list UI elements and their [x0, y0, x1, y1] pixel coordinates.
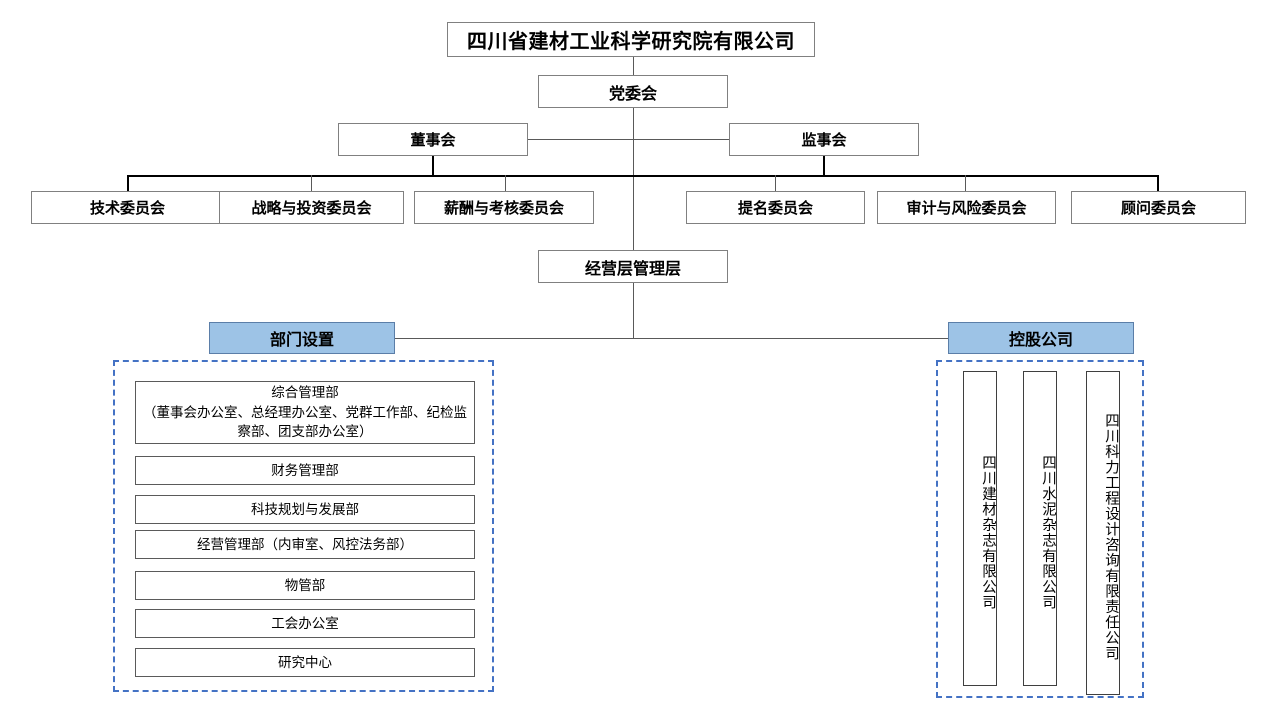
- drop-committee-technology: [127, 175, 129, 191]
- connector-board-to-supervisory: [528, 139, 729, 140]
- department-item-business-management-label: 经营管理部（内审室、风控法务部）: [197, 536, 413, 552]
- drop-committee-strategy: [311, 175, 312, 191]
- department-item-finance: 财务管理部: [135, 456, 475, 485]
- header-holdings-label: 控股公司: [1008, 332, 1073, 349]
- bus-groups: [394, 338, 950, 339]
- node-board-of-directors-label: 董事会: [410, 132, 456, 149]
- header-departments: 部门设置: [209, 322, 395, 354]
- department-item-comprehensive-management-label: 综合管理部 （董事会办公室、总经理办公室、党群工作部、纪检监察部、团支部办公室）: [143, 385, 467, 440]
- node-root-company: 四川省建材工业科学研究院有限公司: [447, 22, 815, 57]
- node-root-company-label: 四川省建材工业科学研究院有限公司: [467, 31, 795, 53]
- node-supervisory-board-label: 监事会: [801, 132, 847, 149]
- header-departments-label: 部门设置: [269, 332, 334, 349]
- node-party-committee: 党委会: [538, 75, 728, 108]
- node-committee-strategy-investment-label: 战略与投资委员会: [251, 200, 372, 217]
- node-supervisory-board: 监事会: [729, 123, 919, 156]
- node-committee-advisory-label: 顾问委员会: [1120, 200, 1196, 217]
- group-frame-departments: [113, 360, 494, 692]
- connector-board-down: [432, 156, 434, 176]
- drop-committee-compensation: [505, 175, 506, 191]
- node-committee-technology: 技术委员会: [31, 191, 224, 224]
- department-item-union-office-label: 工会办公室: [271, 615, 339, 631]
- bus-supervisory-committees: [634, 175, 1159, 177]
- node-committee-compensation-appraisal: 薪酬与考核委员会: [414, 191, 594, 224]
- subsidiary-sichuan-cement-magazine: 四川水泥杂志有限公司: [1023, 371, 1057, 686]
- header-holdings: 控股公司: [948, 322, 1134, 354]
- node-management-layer-label: 经营层管理层: [584, 260, 681, 278]
- department-item-comprehensive-management: 综合管理部 （董事会办公室、总经理办公室、党群工作部、纪检监察部、团支部办公室）: [135, 381, 475, 444]
- department-item-sci-tech-planning-label: 科技规划与发展部: [251, 501, 359, 517]
- node-board-of-directors: 董事会: [338, 123, 528, 156]
- department-item-property-management-label: 物管部: [284, 577, 326, 593]
- department-item-union-office: 工会办公室: [135, 609, 475, 638]
- drop-committee-audit-risk: [965, 175, 966, 191]
- node-committee-strategy-investment: 战略与投资委员会: [219, 191, 404, 224]
- drop-committee-advisory: [1157, 175, 1159, 191]
- node-committee-compensation-appraisal-label: 薪酬与考核委员会: [443, 200, 564, 217]
- node-committee-technology-label: 技术委员会: [89, 200, 165, 217]
- subsidiary-sichuan-keli-engineering: 四川科力工程设计咨询有限责任公司: [1086, 371, 1120, 695]
- department-item-sci-tech-planning: 科技规划与发展部: [135, 495, 475, 524]
- group-frame-holdings: [936, 360, 1144, 698]
- bus-board-committees: [127, 175, 634, 177]
- subsidiary-sichuan-jiancai-magazine-label: 四川建材杂志有限公司: [980, 455, 996, 610]
- connector-supervisory-down: [823, 156, 825, 176]
- spine-main-vertical: [633, 108, 634, 338]
- department-item-property-management: 物管部: [135, 571, 475, 600]
- node-committee-nomination: 提名委员会: [686, 191, 865, 224]
- node-party-committee-label: 党委会: [608, 85, 657, 103]
- subsidiary-sichuan-cement-magazine-label: 四川水泥杂志有限公司: [1040, 455, 1056, 610]
- node-committee-audit-risk: 审计与风险委员会: [877, 191, 1056, 224]
- node-management-layer: 经营层管理层: [538, 250, 728, 283]
- drop-committee-nomination: [775, 175, 776, 191]
- subsidiary-sichuan-jiancai-magazine: 四川建材杂志有限公司: [963, 371, 997, 686]
- subsidiary-sichuan-keli-engineering-label: 四川科力工程设计咨询有限责任公司: [1103, 413, 1119, 661]
- department-item-research-center: 研究中心: [135, 648, 475, 677]
- department-item-business-management: 经营管理部（内审室、风控法务部）: [135, 530, 475, 559]
- department-item-research-center-label: 研究中心: [278, 654, 332, 670]
- department-item-finance-label: 财务管理部: [271, 462, 339, 478]
- node-committee-audit-risk-label: 审计与风险委员会: [906, 200, 1027, 217]
- connector-root-to-party: [633, 57, 634, 75]
- node-committee-nomination-label: 提名委员会: [737, 200, 813, 217]
- node-committee-advisory: 顾问委员会: [1071, 191, 1246, 224]
